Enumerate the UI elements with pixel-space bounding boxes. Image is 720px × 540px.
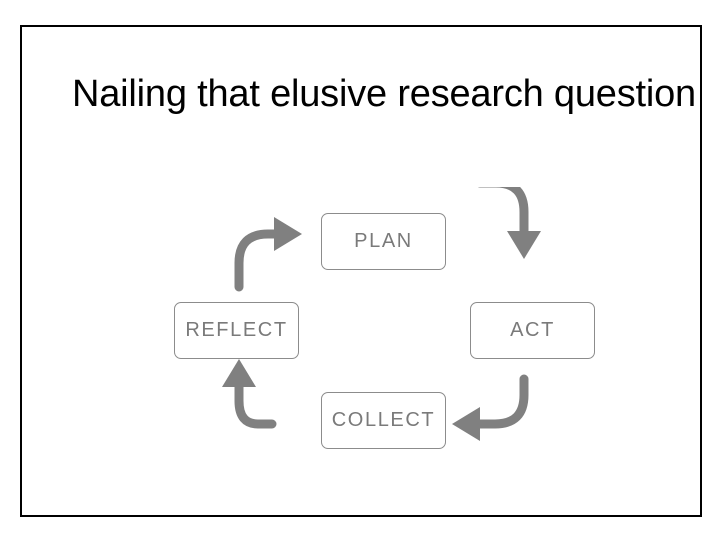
curved-arrow-down-icon — [477, 187, 541, 259]
cycle-node-collect-label: COLLECT — [331, 409, 436, 431]
cycle-node-act[interactable]: ACT — [470, 302, 595, 359]
cycle-node-collect[interactable]: COLLECT — [321, 392, 446, 449]
curved-arrow-right-icon — [234, 217, 302, 292]
curved-arrow-up-icon — [222, 359, 277, 429]
curved-arrow-left-icon — [452, 374, 529, 441]
cycle-node-plan-label: PLAN — [354, 230, 413, 252]
page-title: Nailing that elusive research question — [72, 73, 696, 115]
cycle-node-reflect[interactable]: REFLECT — [174, 302, 299, 359]
cycle-diagram: PLAN ACT COLLECT REFLECT — [162, 187, 622, 477]
cycle-node-act-label: ACT — [510, 319, 555, 341]
cycle-node-plan[interactable]: PLAN — [321, 213, 446, 270]
cycle-node-reflect-label: REFLECT — [185, 319, 288, 341]
slide-frame: Nailing that elusive research question — [20, 25, 702, 517]
